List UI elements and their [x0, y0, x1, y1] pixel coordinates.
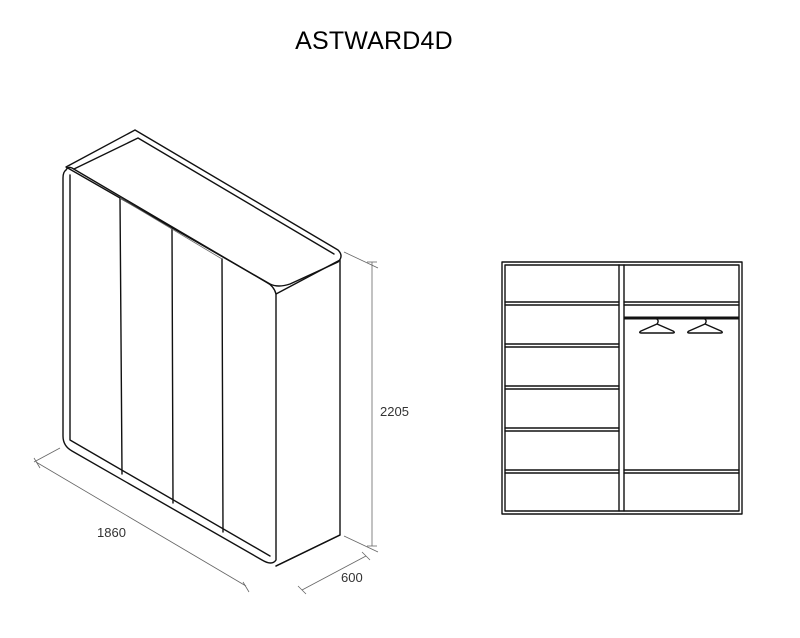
wardrobe-front-face [62, 166, 277, 564]
door-divider-2 [171, 228, 174, 504]
door-divider-1 [119, 197, 123, 475]
depth-label: 600 [341, 570, 363, 585]
dimension-width: 1860 [33, 447, 250, 593]
interior-front-view [501, 261, 743, 515]
left-shelves [504, 301, 620, 474]
door-divider-3 [221, 258, 224, 533]
wardrobe-side-face [275, 259, 341, 567]
hanger-icon [687, 317, 723, 334]
wardrobe-front-inner [69, 174, 271, 557]
height-label: 2205 [380, 404, 409, 419]
right-bottom-shelf [623, 469, 740, 474]
wardrobe-top-inner-edge [73, 137, 335, 255]
wardrobe-top-face [65, 129, 342, 287]
width-label: 1860 [97, 525, 126, 540]
product-title: ASTWARD4D [295, 27, 453, 55]
wardrobe-plinth [275, 534, 341, 567]
interior-inner-frame [504, 264, 740, 512]
interior-outer-frame [501, 261, 743, 515]
hanger-icon [639, 317, 675, 334]
dimension-depth: 600 [297, 551, 371, 595]
door-top-line [119, 197, 223, 260]
wardrobe-perspective-view [62, 129, 342, 567]
right-top-shelf [623, 301, 740, 306]
dimension-height: 2205 [343, 251, 409, 553]
